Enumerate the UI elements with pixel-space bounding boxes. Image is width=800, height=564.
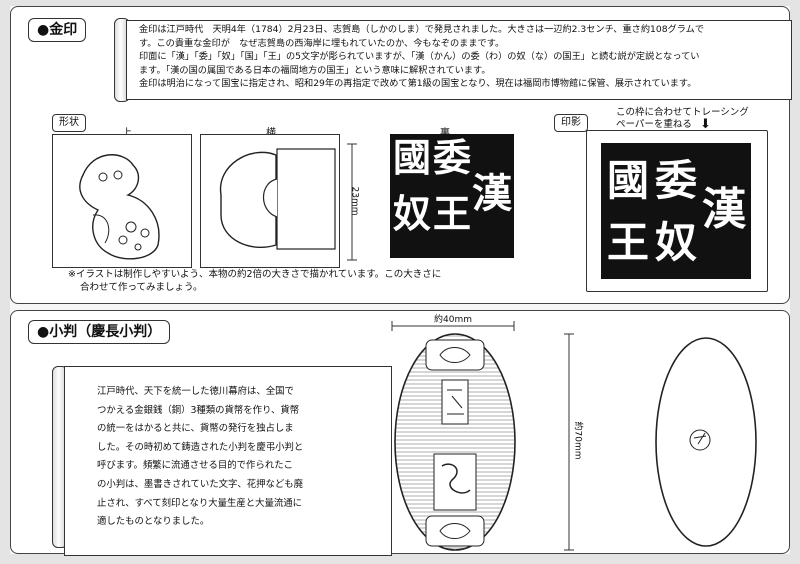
imprint-char: 委	[654, 156, 697, 205]
kinin-desc-line-3: 印面に「漢」「委」「奴」「国」「王」の5文字が彫られていますが、「漢（かん）の委…	[139, 51, 700, 63]
imprint-char: 奴	[654, 218, 697, 267]
koban-desc-line-6: の小判は、墨書きされていた文字、花押なども廃	[97, 478, 303, 490]
view-top-label: 上	[122, 124, 132, 139]
koban-desc-line-8: 適したものとなりました。	[97, 516, 210, 528]
worksheet: ●金印 金印は江戸時代 天明4年（1784）2月23日、志賀島（しかのしま）で発…	[10, 6, 792, 556]
koban-front-illustration	[394, 333, 516, 551]
koban-desc-line-3: の統一をはかると共に、貨幣の発行を独占しま	[97, 423, 294, 435]
seal-imprint: 漢 委 奴 國 王	[601, 143, 751, 279]
view-back-label: 裏	[440, 124, 450, 139]
down-arrow-icon: ⬇	[700, 117, 711, 132]
kinin-desc-line-5: 金印は明治になって国宝に指定され、昭和29年の再指定で改めて第1級の国宝となり、…	[139, 78, 697, 90]
koban-desc-line-2: つかえる金銀銭（銅）3種類の貨幣を作り、貨幣	[97, 404, 300, 416]
kinin-description: 金印は江戸時代 天明4年（1784）2月23日、志賀島（しかのしま）で発見されま…	[126, 20, 792, 100]
seal-side-view	[200, 134, 340, 268]
koban-desc-line-5: 呼びます。頻繁に流通させる目的で作られたこ	[97, 460, 293, 472]
imprint-tab: 印影	[554, 114, 588, 132]
kinin-title: ●金印	[28, 18, 87, 42]
seal-back-view: 國 奴 委 王 漢	[390, 134, 514, 258]
koban-width-label: 約40mm	[434, 315, 472, 325]
kinin-desc-line-4: ます。「漢の国の属国である日本の福岡地方の国王」という意味に解釈されています。	[139, 64, 491, 76]
dimension-line	[347, 143, 357, 261]
seal-back-char: 委	[432, 135, 471, 180]
kinin-desc-line-2: す。この貴重な金印が なぜ志賀島の西海岸に埋もれていたのか、今もなぞのままです。	[139, 37, 505, 49]
seal-top-view	[52, 134, 192, 268]
koban-height-label: 約70mm	[572, 421, 583, 460]
seal-back-char: 國	[392, 135, 431, 180]
imprint-caption-line-1: この枠に合わせてトレーシング	[616, 107, 749, 118]
seal-side-illustration	[219, 148, 336, 250]
imprint-char: 漢	[702, 184, 746, 235]
imprint-caption-line-2: ペーパーを重ねる	[616, 119, 692, 130]
dimension-label: 23mm	[349, 186, 360, 216]
seal-top-illustration	[79, 154, 160, 260]
kinin-desc-line-1: 金印は江戸時代 天明4年（1784）2月23日、志賀島（しかのしま）で発見されま…	[139, 24, 705, 35]
shape-tab: 形状	[52, 114, 86, 132]
koban-description: 江戸時代、天下を統一した徳川幕府は、全国で つかえる金銀銭（銅）3種類の貨幣を作…	[64, 366, 392, 556]
seal-back-char: 奴	[392, 191, 431, 236]
seal-back-char: 漢	[472, 170, 512, 217]
koban-width-line	[391, 321, 515, 331]
scale-note-line-2: 合わせて作ってみましょう。	[80, 282, 203, 293]
koban-desc-line-1: 江戸時代、天下を統一した徳川幕府は、全国で	[97, 386, 294, 397]
koban-height-line	[564, 333, 574, 551]
koban-desc-line-7: 止され、すべて刻印となり大量生産と大量流通に	[97, 497, 303, 509]
koban-desc-line-4: した。その時初めて鋳造された小判を慶弔小判と	[97, 441, 304, 453]
imprint-char: 王	[606, 218, 649, 267]
scale-note: ※イラストは制作しやすいよう、本物の約2倍の大きさで描かれています。この大きさに…	[68, 268, 441, 294]
seal-back-char: 王	[432, 191, 471, 236]
imprint-char: 國	[606, 156, 649, 205]
koban-back-illustration	[655, 337, 757, 547]
koban-title: ●小判（慶長小判）	[28, 320, 171, 344]
scale-note-line-1: ※イラストは制作しやすいよう、本物の約2倍の大きさで描かれています。この大きさに	[68, 269, 442, 280]
imprint-frame[interactable]: 漢 委 奴 國 王	[586, 130, 768, 292]
view-side-label: 横	[266, 124, 276, 139]
